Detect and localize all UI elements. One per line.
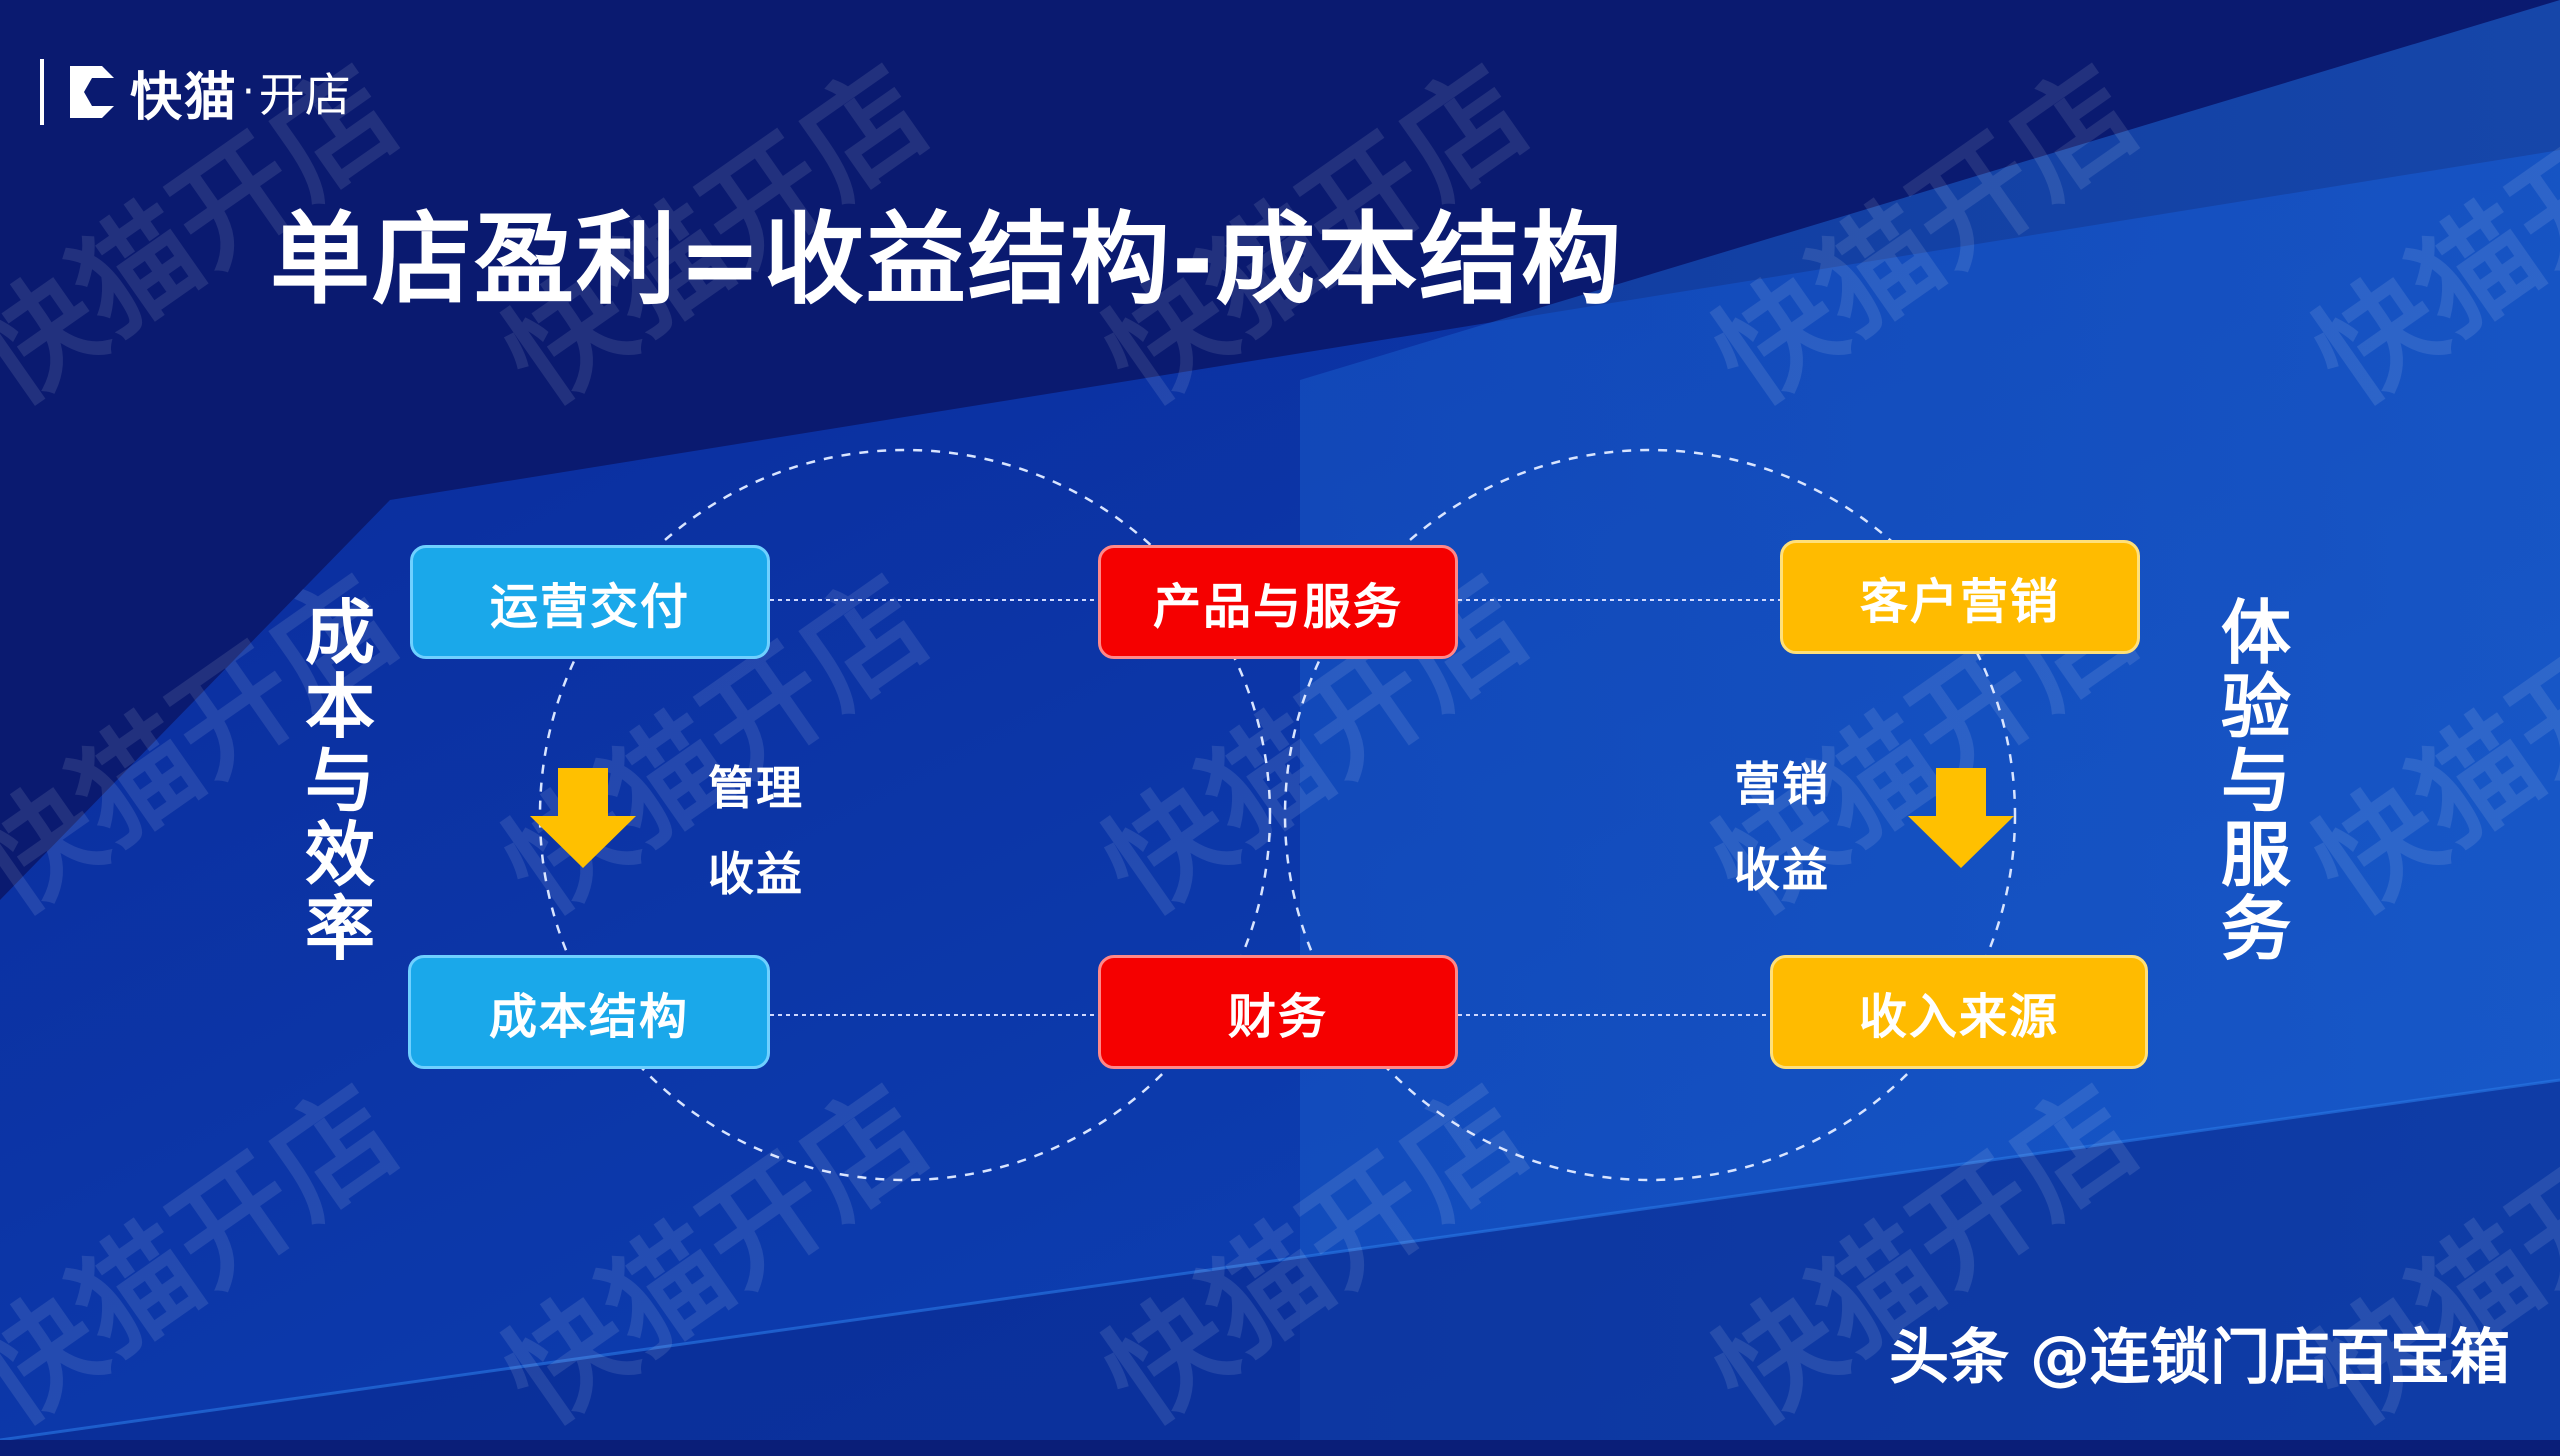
box-finance: 财务 <box>1098 955 1458 1069</box>
label-management-revenue: 收益 <box>708 847 804 901</box>
box-customer-marketing: 客户营销 <box>1780 540 2140 654</box>
box-income-source: 收入来源 <box>1770 955 2148 1069</box>
side-label-left: 成本与效率 <box>305 592 375 970</box>
brand-logo: 快猫 · 开店 <box>40 56 351 128</box>
page-title: 单店盈利=收益结构-成本结构 <box>270 201 1624 318</box>
logo-separator: · <box>242 69 255 115</box>
cat-logo-icon <box>70 66 114 118</box>
box-cost-structure: 成本结构 <box>408 955 770 1069</box>
footer-source: 头条 @连锁门店百宝箱 <box>1889 1323 2510 1393</box>
label-marketing: 营销 <box>1734 757 1830 811</box>
arrow-down-left-icon <box>530 768 636 868</box>
side-label-right: 体验与服务 <box>2221 592 2291 970</box>
left-circle <box>538 448 1272 1182</box>
box-ops-delivery: 运营交付 <box>410 545 770 659</box>
bg-right-panel <box>1300 0 2560 1440</box>
box-product-service: 产品与服务 <box>1098 545 1458 659</box>
logo-divider <box>40 59 44 125</box>
right-circle <box>1283 448 2017 1182</box>
logo-sub: 开店 <box>258 68 351 122</box>
label-management: 管理 <box>708 761 804 815</box>
logo-brand: 快猫 <box>130 67 239 128</box>
label-marketing-revenue: 收益 <box>1734 843 1830 897</box>
arrow-down-right-icon <box>1908 768 2014 868</box>
